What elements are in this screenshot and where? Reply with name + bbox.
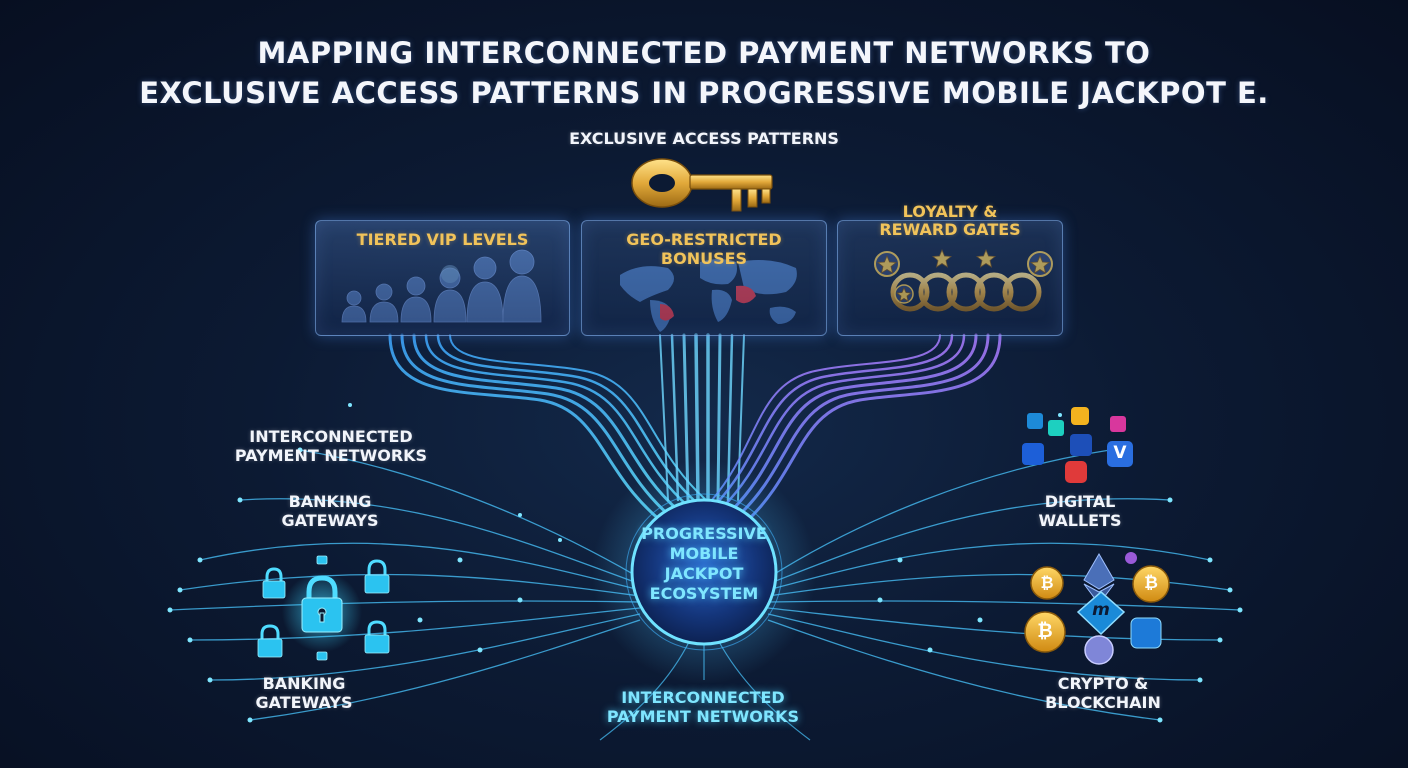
banking-bottom-label-line-2: GATEWAYS [255, 693, 353, 712]
geo-restricted-label-line-1: GEO-RESTRICTED [626, 230, 782, 249]
crypto-label-line-1: CRYPTO & [1057, 674, 1149, 693]
geo-restricted-panel: GEO-RESTRICTED BONUSES [581, 220, 827, 336]
left-networks-label-line-2: PAYMENT NETWORKS [234, 446, 428, 465]
digital-wallets-label-line-2: WALLETS [1038, 511, 1122, 530]
bitcoin-icon-3: ₿ [1037, 620, 1053, 642]
banking-top-label-line-2: GATEWAYS [281, 511, 379, 530]
hub-label-line-2: MOBILE [669, 544, 739, 563]
restricted-region-markers [660, 285, 756, 321]
geo-restricted-label-line-2: BONUSES [660, 249, 748, 268]
left-flow-band [388, 333, 707, 522]
right-network-nodes [877, 413, 1243, 723]
digital-wallet-app-icons [1022, 407, 1133, 483]
tiered-vip-panel: TIERED VIP LEVELS [315, 220, 570, 336]
loyalty-label-line-1: LOYALTY & [902, 202, 998, 221]
bottom-networks-label-line-2: PAYMENT NETWORKS [606, 707, 800, 726]
bitcoin-icon-2: ₿ [1144, 573, 1158, 593]
banking-bottom-label-line-1: BANKING [262, 674, 346, 693]
wallet-v-icon: V [1113, 443, 1127, 463]
loyalty-reward-panel: LOYALTY & REWARD GATES [837, 203, 1063, 336]
hub-label-line-3: JACKPOT [664, 564, 744, 583]
banking-padlock-icons [257, 555, 390, 661]
left-network-lines [169, 449, 641, 721]
digital-wallets-label-line-1: DIGITAL [1044, 492, 1116, 511]
loyalty-label-line-2: REWARD GATES [879, 220, 1021, 239]
crypto-m-icon: m [1092, 600, 1110, 620]
hub-orb [592, 460, 816, 684]
loyalty-rings-icon [890, 272, 1042, 312]
left-networks-label-line-1: INTERCONNECTED [249, 427, 413, 446]
right-flow-band [711, 333, 1002, 522]
bitcoin-icon-1: ₿ [1040, 573, 1054, 592]
left-network-nodes [167, 403, 562, 723]
hub-label-line-1: PROGRESSIVE [641, 524, 767, 543]
crypto-coin-icons [1024, 552, 1170, 665]
tiered-vip-label: TIERED VIP LEVELS [356, 230, 529, 249]
banking-top-label-line-1: BANKING [288, 492, 372, 511]
crypto-label-line-2: BLOCKCHAIN [1045, 693, 1161, 712]
page-title-line-2: EXCLUSIVE ACCESS PATTERNS IN PROGRESSIVE… [139, 76, 1269, 110]
hub-label-line-4: ECOSYSTEM [649, 584, 759, 603]
bottom-networks-label-line-1: INTERCONNECTED [621, 688, 785, 707]
access-patterns-header: EXCLUSIVE ACCESS PATTERNS [569, 129, 839, 148]
golden-key-icon [631, 158, 773, 212]
loyalty-star-icons [874, 248, 1053, 304]
page-title-line-1: MAPPING INTERCONNECTED PAYMENT NETWORKS … [257, 36, 1151, 70]
